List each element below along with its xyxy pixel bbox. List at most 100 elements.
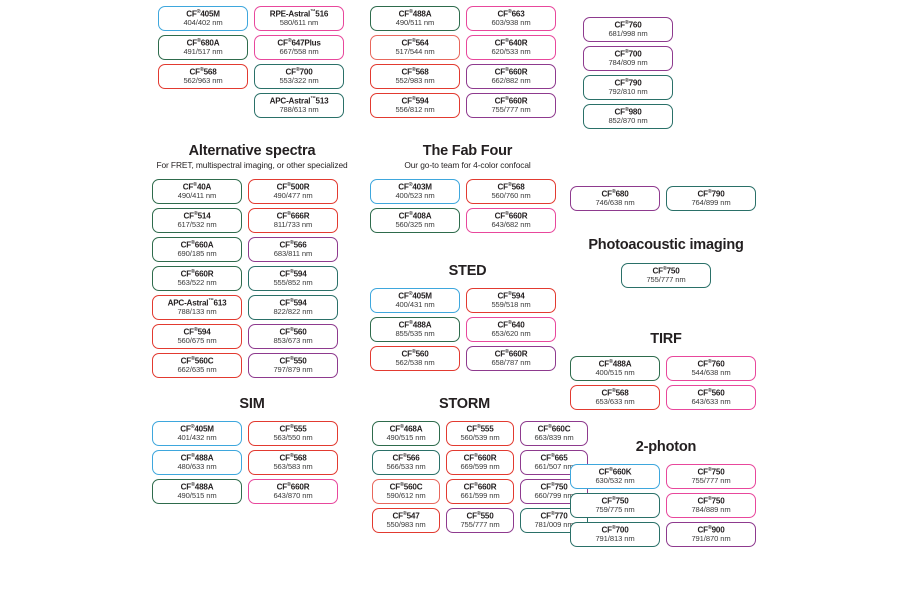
dye-name: CF®640R — [494, 37, 528, 48]
dye-spectra: 490/511 nm — [395, 17, 435, 27]
dye-spectra: 759/775 nm — [595, 505, 635, 515]
dye-spectra: 562/963 nm — [183, 75, 223, 85]
dye-name: CF®760 — [697, 358, 725, 369]
dye-spectra: 791/813 nm — [595, 534, 635, 544]
dye-spectra: 603/938 nm — [491, 17, 531, 27]
trademark-mark: ® — [287, 481, 291, 488]
trademark-mark: ® — [196, 8, 201, 15]
dye-spectra: 755/777 nm — [460, 520, 500, 530]
dye-spectra: 755/777 nm — [691, 476, 731, 486]
dye-spectra: 556/812 nm — [395, 104, 435, 114]
dye-spectra: 617/532 nm — [177, 220, 217, 230]
dye-spectra: 563/522 nm — [177, 278, 217, 288]
dye-name: CF®700 — [614, 48, 642, 59]
trademark-mark: ® — [505, 95, 509, 102]
dye-spectra: 552/983 nm — [395, 75, 435, 85]
trademark-mark: ® — [289, 326, 294, 333]
trademark-mark: ® — [402, 452, 407, 459]
trademark-mark: ® — [289, 239, 294, 246]
